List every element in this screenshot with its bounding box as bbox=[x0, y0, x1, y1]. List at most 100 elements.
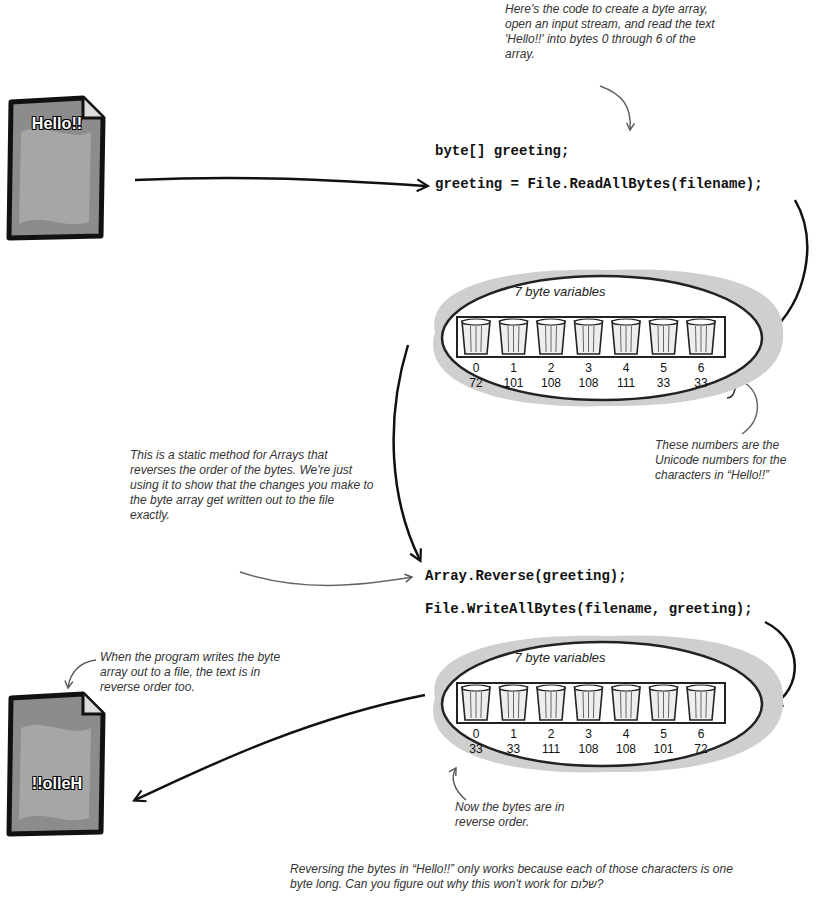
byte-cup bbox=[650, 319, 678, 354]
cup-outline bbox=[575, 687, 603, 720]
cup-rib bbox=[513, 692, 514, 718]
cup-rib bbox=[658, 326, 660, 352]
cup-outline bbox=[650, 687, 678, 720]
bubble-heading: 7 byte variables bbox=[495, 284, 625, 299]
file-shape bbox=[3, 688, 111, 840]
cup-rib bbox=[518, 326, 520, 352]
leader-line bbox=[742, 383, 757, 434]
flow-arrow bbox=[135, 178, 427, 186]
cup-rib bbox=[705, 326, 707, 352]
flow-arrow bbox=[135, 695, 425, 800]
byte-index: 5 bbox=[649, 361, 679, 375]
cup-rim bbox=[687, 685, 715, 691]
file-fold bbox=[83, 98, 103, 118]
byte-cup bbox=[612, 319, 640, 354]
byte-cup bbox=[537, 319, 565, 354]
cup-outline bbox=[612, 321, 640, 354]
byte-cup bbox=[612, 685, 640, 720]
cup-rim bbox=[687, 319, 715, 325]
cup-rib bbox=[551, 326, 552, 352]
cup-rib bbox=[545, 326, 547, 352]
cup-rib bbox=[705, 692, 707, 718]
byte-value: 108 bbox=[574, 376, 604, 390]
bubble-outline bbox=[442, 276, 762, 400]
cup-rib bbox=[476, 326, 477, 352]
byte-cup bbox=[462, 319, 490, 354]
cup-rib bbox=[551, 692, 552, 718]
cup-rib bbox=[695, 326, 697, 352]
cup-outline bbox=[462, 687, 490, 720]
cup-rim bbox=[575, 685, 603, 691]
byte-cup bbox=[687, 319, 715, 354]
byte-index: 2 bbox=[536, 361, 566, 375]
cup-rim bbox=[612, 685, 640, 691]
byte-index: 5 bbox=[649, 727, 679, 741]
cup-rim bbox=[537, 319, 565, 325]
leader-arrow bbox=[68, 660, 96, 688]
file-texture bbox=[19, 725, 91, 820]
byte-index: 0 bbox=[461, 727, 491, 741]
byte-value: 108 bbox=[611, 742, 641, 756]
byte-value: 101 bbox=[649, 742, 679, 756]
file-outline bbox=[9, 694, 103, 834]
cup-rib bbox=[480, 692, 482, 718]
cup-rib bbox=[508, 326, 510, 352]
cup-rib bbox=[701, 326, 702, 352]
cup-outline bbox=[687, 321, 715, 354]
cup-rib bbox=[588, 326, 589, 352]
cup-rib bbox=[583, 692, 585, 718]
cup-rib bbox=[701, 692, 702, 718]
cup-rib bbox=[626, 692, 627, 718]
code-line: Array.Reverse(greeting); bbox=[425, 568, 627, 584]
byte-value: 111 bbox=[536, 742, 566, 756]
cup-rib bbox=[620, 692, 622, 718]
file-fold bbox=[83, 694, 103, 714]
cup-rib bbox=[593, 326, 595, 352]
byte-cup bbox=[575, 319, 603, 354]
cup-outline bbox=[537, 687, 565, 720]
cup-rib bbox=[630, 326, 632, 352]
bubble-outline bbox=[442, 642, 762, 766]
file-icon: Hello!! bbox=[3, 92, 111, 244]
cup-rib bbox=[518, 692, 520, 718]
cup-rim bbox=[500, 319, 528, 325]
cup-rib bbox=[663, 326, 664, 352]
cup-rib bbox=[695, 692, 697, 718]
byte-index: 2 bbox=[536, 727, 566, 741]
cup-outline bbox=[462, 321, 490, 354]
handwritten-note: When the program writes the byte array o… bbox=[100, 650, 300, 695]
byte-index: 6 bbox=[686, 361, 716, 375]
cup-rib bbox=[630, 692, 632, 718]
cup-outline bbox=[500, 321, 528, 354]
handwritten-note: These numbers are the Unicode numbers fo… bbox=[655, 438, 795, 483]
cup-tray bbox=[457, 317, 725, 357]
byte-value: 108 bbox=[574, 742, 604, 756]
byte-value: 111 bbox=[611, 376, 641, 390]
byte-index: 1 bbox=[499, 361, 529, 375]
bubble-ground bbox=[433, 269, 783, 406]
cup-rib bbox=[476, 692, 477, 718]
leader-arrow bbox=[453, 768, 466, 800]
file-content: !!olleH bbox=[3, 774, 111, 793]
file-texture bbox=[19, 129, 91, 224]
cup-rim bbox=[537, 685, 565, 691]
cup-rim bbox=[650, 319, 678, 325]
byte-value: 101 bbox=[499, 376, 529, 390]
byte-cup bbox=[462, 685, 490, 720]
cup-rib bbox=[658, 692, 660, 718]
handwritten-note: Reversing the bytes in “Hello!!” only wo… bbox=[290, 862, 750, 892]
cup-rib bbox=[545, 692, 547, 718]
byte-cup bbox=[687, 685, 715, 720]
byte-cup bbox=[500, 319, 528, 354]
cup-rim bbox=[462, 685, 490, 691]
cup-rib bbox=[588, 692, 589, 718]
cup-rib bbox=[668, 692, 670, 718]
leader-arrow bbox=[600, 86, 630, 130]
byte-index: 4 bbox=[611, 727, 641, 741]
byte-value: 72 bbox=[461, 376, 491, 390]
byte-index: 3 bbox=[574, 361, 604, 375]
byte-cup bbox=[500, 685, 528, 720]
flow-arrow bbox=[394, 345, 420, 560]
byte-value: 33 bbox=[461, 742, 491, 756]
